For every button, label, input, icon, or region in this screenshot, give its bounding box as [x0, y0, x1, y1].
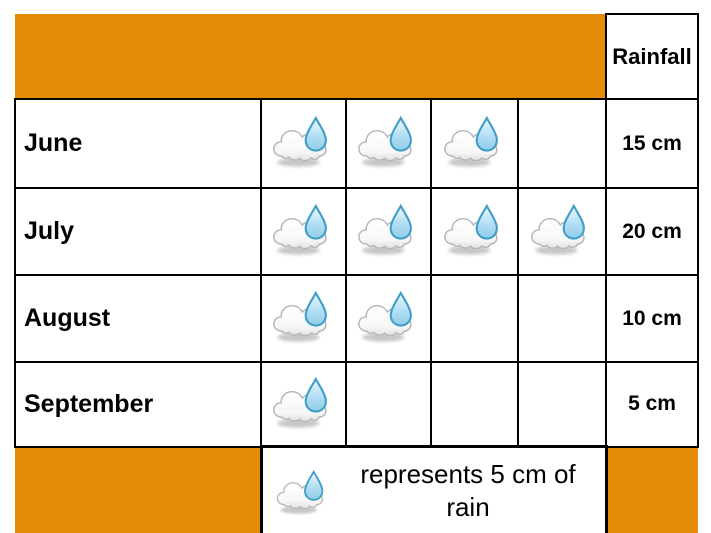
- pictogram-cell: [260, 98, 347, 189]
- rainfall-value: 5 cm: [605, 361, 699, 448]
- pictogram-cell: [430, 361, 519, 448]
- bottom-left-orange-band: [15, 446, 261, 533]
- rainfall-pictograph-table: Rainfall June: [14, 13, 699, 533]
- table-row-august: August: [14, 274, 699, 363]
- pictogram-cell: [345, 361, 432, 448]
- pictogram-cell: [517, 361, 607, 448]
- cloud-raindrop-icon: [272, 290, 327, 342]
- cloud-raindrop-icon: [531, 203, 585, 255]
- pictogram-cell: [517, 98, 607, 189]
- cloud-raindrop-icon: [443, 203, 498, 255]
- pictogram-cell: [430, 274, 519, 363]
- legend-cloud-raindrop-icon: [275, 469, 332, 516]
- pictogram-cell: [430, 187, 519, 276]
- rainfall-column-header: Rainfall: [605, 13, 699, 100]
- raindrop-shape: [304, 376, 327, 413]
- bottom-right-orange-band: [606, 446, 698, 533]
- rainfall-value: 10 cm: [605, 274, 699, 363]
- raindrop-shape: [389, 203, 412, 240]
- pictogram-cell: [517, 274, 607, 363]
- cloud-raindrop-icon: [357, 203, 412, 255]
- table-row-july: July: [14, 187, 699, 276]
- raindrop-shape: [303, 469, 323, 501]
- raindrop-shape: [475, 115, 498, 152]
- pictogram-cell: [430, 98, 519, 189]
- cloud-raindrop-icon: [272, 203, 327, 255]
- month-label: August: [14, 274, 262, 363]
- cloud-raindrop-icon: [272, 115, 327, 167]
- top-orange-band: [15, 14, 606, 99]
- legend-content: represents 5 cm of rain: [263, 448, 605, 533]
- pictogram-cell: [260, 187, 347, 276]
- raindrop-shape: [304, 203, 327, 240]
- rainfall-value: 20 cm: [605, 187, 699, 276]
- cloud-raindrop-icon: [357, 115, 412, 167]
- raindrop-shape: [562, 203, 585, 240]
- legend-text: represents 5 cm of rain: [360, 459, 576, 522]
- pictogram-cell: [517, 187, 607, 276]
- cloud-raindrop-icon: [272, 376, 327, 428]
- raindrop-shape: [475, 203, 498, 240]
- raindrop-shape: [304, 115, 327, 152]
- pictogram-cell: [345, 187, 432, 276]
- cloud-raindrop-icon: [357, 290, 412, 342]
- pictogram-cell: [260, 274, 347, 363]
- cloud-raindrop-icon: [276, 469, 323, 514]
- header-row: Rainfall: [15, 13, 699, 100]
- pictogram-cell: [345, 98, 432, 189]
- rainfall-value: 15 cm: [605, 98, 699, 189]
- raindrop-shape: [389, 115, 412, 152]
- month-label: June: [14, 98, 262, 189]
- month-label: September: [14, 361, 262, 448]
- pictogram-cell: [345, 274, 432, 363]
- raindrop-shape: [304, 290, 327, 327]
- table-row-september: September 5 cm: [14, 361, 699, 448]
- month-label: July: [14, 187, 262, 276]
- legend-row: represents 5 cm of rain: [15, 445, 698, 533]
- pictogram-cell: [260, 361, 347, 448]
- raindrop-shape: [389, 290, 412, 327]
- table-row-june: June: [14, 98, 699, 189]
- cloud-raindrop-icon: [443, 115, 498, 167]
- legend-cell: represents 5 cm of rain: [259, 445, 608, 533]
